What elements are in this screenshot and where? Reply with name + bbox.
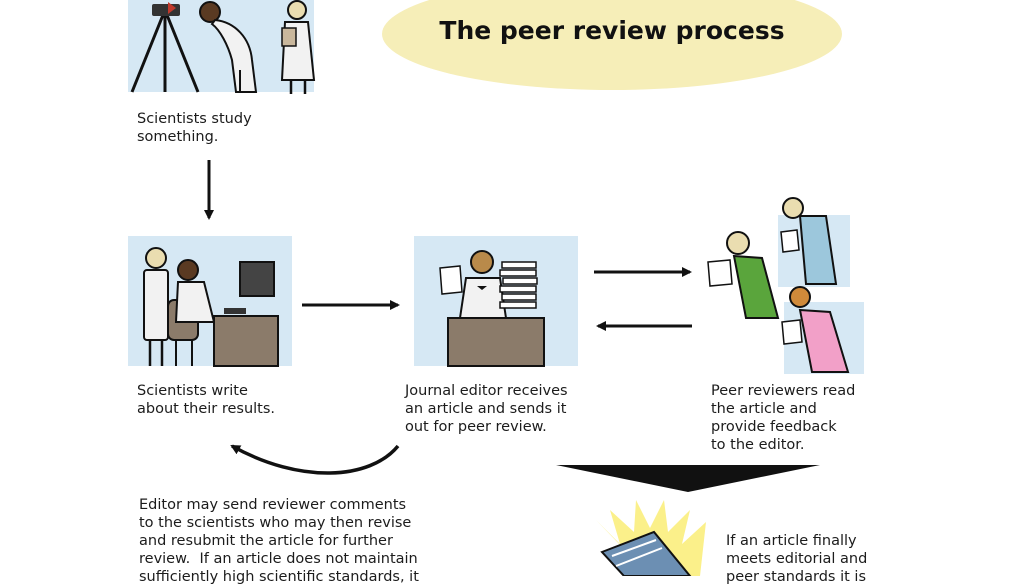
editor-caption: Journal editor receives an article and s… (405, 383, 568, 435)
study-caption: Scientists study something. (137, 111, 252, 145)
revise-caption: Editor may send reviewer comments to the… (139, 497, 419, 585)
publication-illustration (596, 500, 706, 576)
reviewers-illustration (707, 197, 864, 374)
write-illustration (128, 236, 292, 367)
write-caption: Scientists write about their results. (137, 383, 276, 417)
reviewers-caption: Peer reviewers read the article and prov… (711, 383, 856, 453)
editor-illustration (414, 236, 578, 367)
diagram-title: The peer review process (439, 16, 785, 45)
title-ellipse (382, 0, 842, 90)
arrow-revise-loop (230, 444, 400, 475)
study-illustration (128, 0, 316, 94)
publish-caption: If an article finally meets editorial an… (726, 533, 868, 585)
arrow-to-publication (556, 465, 820, 492)
